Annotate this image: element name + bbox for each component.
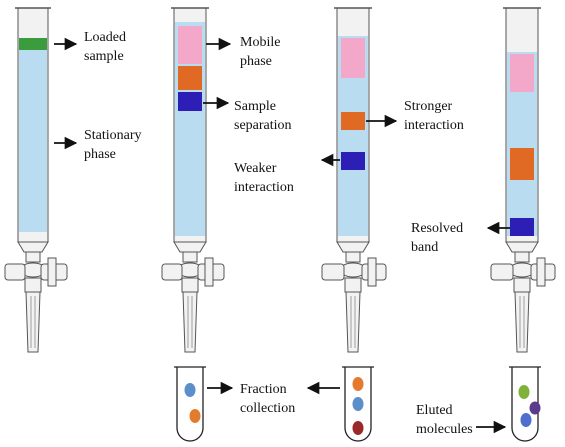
column-2	[161, 7, 225, 353]
column-3-mobile-phase-band	[341, 38, 365, 78]
tube-4-purple-molecule	[529, 401, 541, 415]
label-stationary-phase-line2: phase	[84, 147, 116, 162]
label-loaded-sample-line2: sample	[84, 49, 124, 64]
label-resolved-band-line2: band	[411, 240, 438, 255]
tube-4-blue-molecule	[520, 413, 532, 427]
collection-tube-2	[174, 366, 206, 442]
label-stationary-phase: Stationary phase	[84, 128, 142, 162]
label-eluted-molecules-line1: Eluted	[416, 403, 453, 418]
tube-4-green-molecule	[518, 385, 530, 399]
label-sample-separation: Sample separation	[234, 99, 292, 133]
column-3-orange-band	[341, 112, 365, 130]
column-1	[4, 7, 68, 353]
tube-3-red-molecule	[352, 421, 364, 435]
label-eluted-molecules-line2: molecules	[416, 422, 473, 437]
label-stronger-interaction-line1: Stronger	[404, 99, 453, 114]
label-stronger-interaction: Stronger interaction	[404, 99, 464, 133]
tube-3-blue-molecule	[352, 397, 364, 411]
label-stationary-phase-line1: Stationary	[84, 128, 142, 143]
tube-3-orange-molecule	[352, 377, 364, 391]
label-mobile-phase-line1: Mobile	[240, 35, 280, 50]
column-1-stationary-phase	[19, 48, 47, 232]
column-4	[490, 7, 556, 353]
label-eluted-molecules: Eluted molecules	[416, 403, 473, 437]
column-4-mobile-phase-band	[510, 54, 534, 92]
label-loaded-sample: Loaded sample	[84, 30, 126, 64]
collection-tube-4	[509, 366, 541, 442]
arrows	[54, 37, 510, 434]
column-4-orange-band	[510, 148, 534, 180]
label-weaker-interaction-line2: interaction	[234, 180, 294, 195]
column-2-mobile-phase-band	[178, 26, 202, 64]
column-3-blue-band	[341, 152, 365, 170]
label-mobile-phase-line2: phase	[240, 54, 272, 69]
label-fraction-collection-line2: collection	[240, 401, 295, 416]
label-sample-separation-line1: Sample	[234, 99, 276, 114]
label-resolved-band-line1: Resolved	[411, 221, 463, 236]
column-4-stopcock	[490, 241, 556, 353]
column-3-stopcock	[321, 241, 387, 353]
label-sample-separation-line2: separation	[234, 118, 292, 133]
label-weaker-interaction-line1: Weaker	[234, 161, 277, 176]
column-3	[321, 7, 387, 353]
label-loaded-sample-line1: Loaded	[84, 30, 126, 45]
label-mobile-phase: Mobile phase	[240, 35, 280, 69]
column-1-stopcock	[4, 241, 68, 353]
collection-tube-3	[342, 366, 374, 442]
label-fraction-collection: Fraction collection	[240, 382, 295, 416]
column-1-loaded-sample-band	[19, 38, 47, 50]
column-2-orange-band	[178, 66, 202, 90]
column-2-stopcock	[161, 241, 225, 353]
tube-2-blue-molecule	[184, 383, 196, 397]
label-stronger-interaction-line2: interaction	[404, 118, 464, 133]
column-4-resolved-blue-band	[510, 218, 534, 236]
tube-2-orange-molecule	[189, 409, 201, 423]
label-resolved-band: Resolved band	[411, 221, 463, 255]
label-fraction-collection-line1: Fraction	[240, 382, 287, 397]
label-weaker-interaction: Weaker interaction	[234, 161, 294, 195]
column-2-blue-band	[178, 92, 202, 111]
